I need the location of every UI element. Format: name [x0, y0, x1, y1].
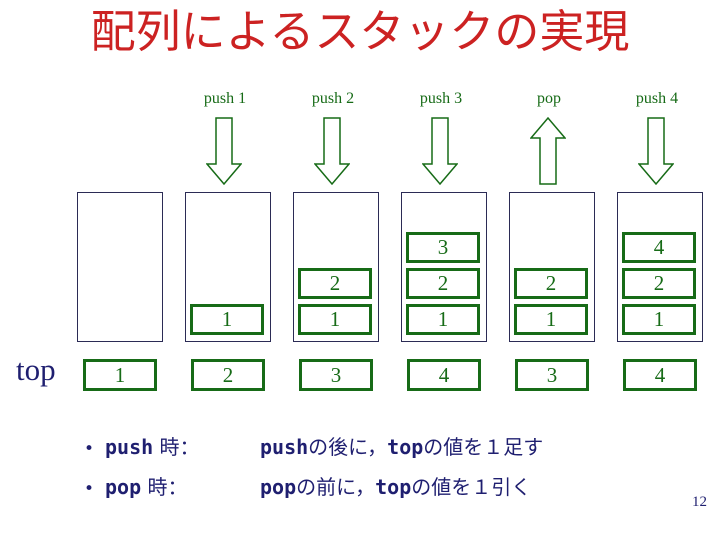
note-keyword: pop 時： — [105, 475, 188, 499]
bullet-icon: • — [84, 479, 95, 499]
arrow-slot — [98, 117, 134, 185]
push-arrow-icon — [205, 117, 243, 186]
page-number: 12 — [692, 494, 707, 510]
stack-cell: 2 — [514, 268, 588, 299]
note-text-segment: top — [375, 475, 412, 499]
stack-cell: 2 — [406, 268, 480, 299]
array-container: 4 2 1 — [617, 192, 703, 342]
note-keyword: push 時： — [105, 435, 200, 459]
note-pop: • pop 時： popの前に，topの値を１引く — [84, 471, 543, 511]
operation-label: pop — [537, 90, 561, 107]
operation-label: push 2 — [311, 90, 355, 107]
push-arrow-icon — [313, 117, 351, 186]
push-arrow-icon — [421, 117, 459, 186]
slide-title: 配列によるスタックの実現 — [90, 5, 630, 58]
stack-cell: 1 — [622, 304, 696, 335]
top-value-box: 4 — [623, 359, 697, 391]
note-push: • push 時： pushの後に，topの値を１足す — [84, 431, 543, 471]
note-text-segment: push — [260, 435, 309, 459]
stack-cell: 1 — [298, 304, 372, 335]
array-container: 3 2 1 — [401, 192, 487, 342]
stack-cell: 3 — [406, 232, 480, 263]
top-value-box: 1 — [83, 359, 157, 391]
top-value-box: 4 — [407, 359, 481, 391]
note-text-segment: top — [387, 435, 424, 459]
top-value-box: 2 — [191, 359, 265, 391]
operation-label: push 3 — [419, 90, 463, 107]
top-pointer-label: top — [16, 352, 56, 387]
note-text-segment: pop — [260, 475, 297, 499]
stack-cell: 4 — [622, 232, 696, 263]
stack-column-push4: push 4 4 2 1 4 — [617, 0, 703, 400]
top-value-box: 3 — [515, 359, 589, 391]
stack-cell: 1 — [406, 304, 480, 335]
stack-cell: 1 — [514, 304, 588, 335]
top-value-box: 3 — [299, 359, 373, 391]
note-description: popの前に，topの値を１引く — [260, 471, 531, 500]
bullet-icon: • — [84, 439, 95, 459]
operation-label: push 4 — [635, 90, 679, 107]
array-container: 1 — [185, 192, 271, 342]
note-text-segment: の値を１足す — [423, 435, 544, 459]
note-text-segment: の後に， — [308, 435, 388, 459]
array-container — [77, 192, 163, 342]
stack-cell: 2 — [298, 268, 372, 299]
note-text-segment: の値を１引く — [411, 475, 532, 499]
push-arrow-icon — [637, 117, 675, 186]
stack-column-push3: push 3 3 2 1 4 — [401, 0, 487, 400]
stack-cell: 2 — [622, 268, 696, 299]
pop-arrow-icon — [529, 116, 567, 185]
notes-list: • push 時： pushの後に，topの値を１足す • pop 時： pop… — [84, 431, 543, 511]
operation-label: push 1 — [203, 90, 247, 107]
note-text-segment: の前に， — [296, 475, 376, 499]
stack-cell: 1 — [190, 304, 264, 335]
stack-column-initial: 1 — [77, 0, 163, 400]
stack-column-push1: push 1 1 2 — [185, 0, 271, 400]
note-description: pushの後に，topの値を１足す — [260, 431, 543, 460]
